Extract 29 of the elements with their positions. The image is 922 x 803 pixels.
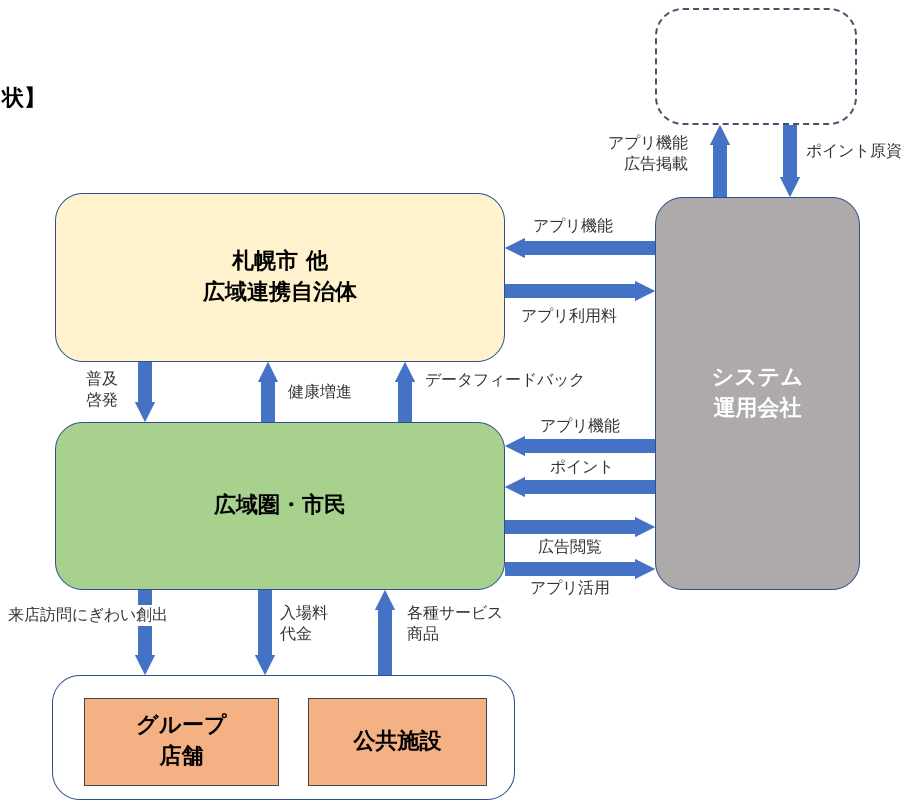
node-label: 広域連携自治体 [203, 278, 357, 306]
rounded-box [55, 193, 505, 362]
node-label: 札幌市 他 [232, 248, 328, 276]
block-arrow [374, 590, 396, 675]
title: 状】 [2, 85, 47, 113]
facility-box [308, 698, 487, 786]
block-arrow [505, 280, 656, 302]
facility-box [84, 698, 279, 786]
block-arrow [134, 590, 156, 676]
node-label: 広域圏・市民 [214, 492, 346, 520]
block-arrow [504, 476, 655, 498]
block-arrow [504, 238, 655, 258]
node-label: 公共施設 [354, 728, 442, 756]
rounded-box [655, 197, 860, 590]
block-arrow [780, 125, 800, 198]
block-arrow [505, 558, 656, 580]
block-arrow [505, 516, 656, 538]
rounded-box [55, 422, 505, 590]
block-arrow [258, 362, 278, 422]
node-label: グループ店舗 [135, 712, 228, 771]
edge-label: 来店訪問にぎわい創出 [8, 605, 168, 626]
block-arrow [254, 590, 276, 676]
edge-label: ポイント原資 [806, 141, 902, 162]
block-arrow [134, 362, 156, 422]
block-arrow [504, 436, 655, 456]
group-frame [52, 675, 515, 800]
block-arrow [710, 124, 730, 197]
block-arrow [394, 362, 416, 422]
node-label: システム運用会社 [710, 364, 804, 422]
